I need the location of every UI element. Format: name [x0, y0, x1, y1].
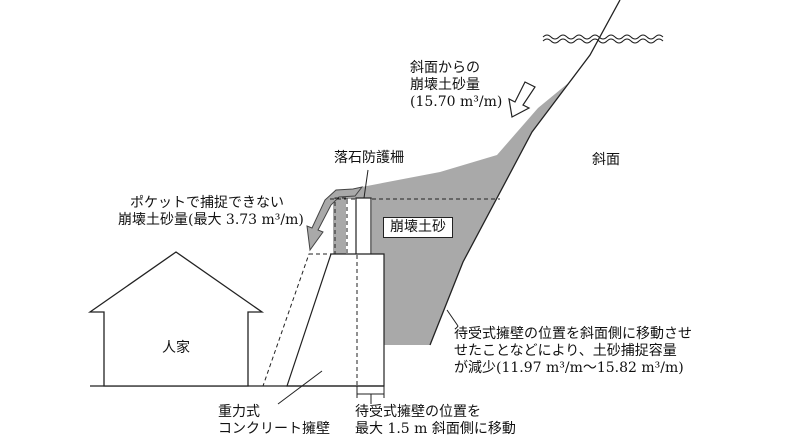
fence-label-leader [363, 169, 369, 199]
gravity-wall-line-1: 重力式 [218, 404, 260, 420]
wall-move-effect-label: 待受式擁壁の位置を斜面側に移動させ せたことなどにより、土砂捕捉容量 が減少(1… [454, 326, 692, 377]
wall-move-effect-line-3: が減少(11.97 m³/m～15.82 m³/m) [454, 360, 684, 376]
wall-position-shift-line-2: 最大 1.5 m 斜面側に移動 [355, 421, 516, 437]
wall-effect-leader [446, 309, 459, 327]
wall-move-effect-line-2: せたことなどにより、土砂捕捉容量 [454, 343, 677, 359]
slope-collapse-line-3: (15.70 m³/m) [410, 94, 503, 110]
pocket-uncaptured-line-2: 崩壊土砂量(最大 3.73 m³/m) [118, 212, 304, 228]
slope-collapse-line-2: 崩壊土砂量 [410, 77, 480, 93]
pocket-uncaptured-line-1: ポケットで捕捉できない [130, 195, 284, 211]
gravity-wall-leader [277, 370, 323, 405]
wall-move-effect-line-1: 待受式擁壁の位置を斜面側に移動させ [454, 326, 692, 342]
pocket-uncaptured-label: ポケットで捕捉できない 崩壊土砂量(最大 3.73 m³/m) [118, 195, 304, 229]
water-surface-icon [542, 34, 664, 40]
wall-position-shift-label: 待受式擁壁の位置を 最大 1.5 m 斜面側に移動 [355, 404, 516, 438]
soil-flow-arrow-icon [508, 81, 536, 118]
collapsed-soil-area [333, 55, 590, 345]
slope-label: 斜面 [592, 152, 620, 168]
retaining-wall-former [262, 253, 358, 387]
slope-surface-line [429, 0, 621, 346]
overflow-arrow-icon [306, 186, 364, 252]
gravity-wall-line-2: コンクリート擁壁 [218, 421, 330, 437]
retaining-wall-current [286, 253, 385, 387]
rockfall-fence-label: 落石防護柵 [334, 150, 404, 166]
rockfall-fence-post [355, 197, 372, 257]
house-icon [87, 251, 265, 387]
house-label: 人家 [162, 340, 190, 356]
slope-collapse-line-1: 斜面からの [410, 60, 480, 76]
slope-collapse-volume-label: 斜面からの 崩壊土砂量 (15.70 m³/m) [410, 60, 502, 111]
collapsed-soil-label: 崩壊土砂 [383, 217, 453, 238]
water-surface-icon-2 [542, 38, 664, 44]
wall-position-shift-line-1: 待受式擁壁の位置を [355, 404, 481, 420]
gravity-wall-label: 重力式 コンクリート擁壁 [218, 404, 330, 438]
